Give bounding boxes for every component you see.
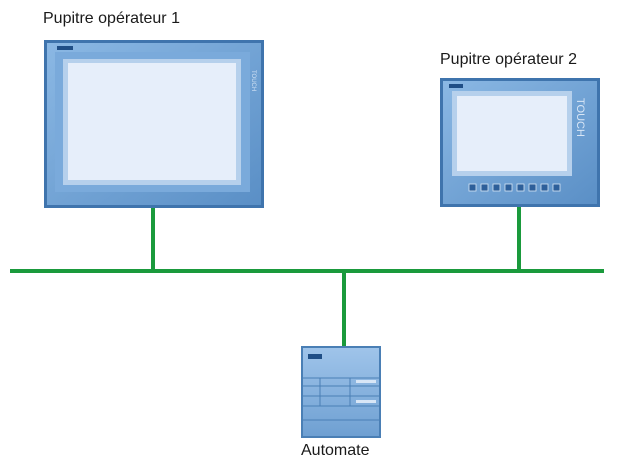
function-keys: [468, 183, 561, 192]
operator-panel-2: TOUCH: [440, 78, 600, 207]
svg-text:TOUCH: TOUCH: [250, 70, 256, 91]
label-plc: Automate: [301, 442, 370, 459]
svg-text:TOUCH: TOUCH: [574, 98, 586, 137]
network-lines: [10, 206, 604, 346]
label-panel-1: Pupitre opérateur 1: [43, 10, 180, 27]
plc-device: [301, 346, 381, 438]
label-panel-2: Pupitre opérateur 2: [440, 51, 577, 68]
operator-panel-1: TOUCH: [44, 40, 264, 208]
